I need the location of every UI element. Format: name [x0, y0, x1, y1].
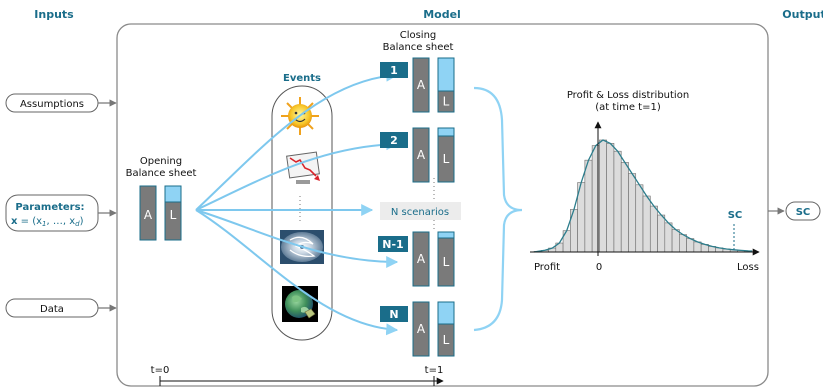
histogram-bar	[620, 162, 629, 253]
parameters-formula: x = (x1, …, xd)	[11, 216, 84, 228]
closing-liability-label: L	[443, 152, 450, 166]
scenario-arrows	[195, 69, 399, 336]
closing-liability-bar	[437, 90, 455, 113]
closing-asset-bar	[412, 231, 430, 287]
scenario-badge-label: 1	[390, 64, 398, 77]
closing-liability-bar	[437, 323, 455, 357]
closing-asset-bar	[412, 301, 430, 357]
earth-icon	[282, 286, 318, 322]
scenario-badge	[380, 62, 408, 78]
opening-equity-bar	[164, 185, 182, 203]
output-box	[785, 201, 821, 221]
opening-title-line2: Balance sheet	[126, 168, 197, 179]
histogram-bar	[613, 150, 622, 253]
opening-asset-bar	[139, 185, 157, 241]
closing-liability-bar	[437, 135, 455, 183]
data-label: Data	[40, 304, 64, 315]
closing-equity-bar	[437, 57, 455, 92]
scenario-badge	[380, 306, 408, 322]
output-label: SC	[796, 207, 811, 218]
closing-asset-label: A	[417, 78, 426, 92]
histogram-bar	[635, 184, 644, 253]
closing-asset-label: A	[417, 322, 426, 336]
opening-title-line1: Opening	[140, 156, 182, 167]
histogram-bar	[649, 205, 658, 253]
closing-liability-label: L	[443, 95, 450, 109]
closing-balance-sheet-3: N-1A L	[378, 231, 455, 287]
scenario-badge-label: N	[389, 308, 398, 321]
pnl-distribution: Profit & Loss distribution (at time t=1)…	[530, 90, 760, 273]
distribution-title-line1: Profit & Loss distribution	[567, 90, 689, 101]
arrow-scenario-n-1	[195, 209, 399, 268]
scenario-badge	[380, 132, 408, 148]
input-assumptions: Assumptions	[5, 93, 117, 113]
closing-asset-label: A	[417, 148, 426, 162]
arrow-scenario-2	[195, 138, 399, 211]
distribution-loss-label: Loss	[737, 262, 759, 273]
scenarios-brace	[473, 86, 523, 332]
closing-balance-sheet-2: 2A L	[380, 127, 455, 183]
input-parameters: Parameters: x = (x1, …, xd)	[5, 194, 117, 232]
events-capsule	[271, 85, 333, 341]
events-panel: Events	[271, 73, 333, 341]
histogram-bar	[599, 139, 607, 253]
timeline-t1-label: t=1	[425, 365, 444, 376]
closing-liability-label: L	[443, 255, 450, 269]
scenario-badge	[378, 236, 408, 252]
section-heading-inputs: Inputs	[34, 8, 74, 21]
arrow-scenario-n	[195, 209, 399, 336]
sc-marker-label: SC	[728, 210, 743, 221]
arrow-scenario-1	[195, 69, 399, 211]
opening-liability-bar	[164, 201, 182, 241]
closing-asset-bar	[412, 127, 430, 183]
closing-equity-bar	[437, 231, 455, 239]
timeline: t=0 t=1	[151, 365, 444, 386]
opening-balance-sheet: Opening Balance sheet A L	[126, 156, 197, 241]
histogram-bar	[664, 222, 673, 253]
scenario-badge-label: N-1	[382, 238, 403, 251]
n-scenarios-box	[380, 202, 461, 220]
closing-asset-bar	[412, 57, 430, 113]
n-scenarios-label: N scenarios	[391, 207, 449, 218]
closing-title-line1: Closing	[400, 30, 437, 41]
histogram-bars	[533, 139, 753, 253]
histogram-bar	[671, 229, 680, 253]
scenario-badge-label: 2	[390, 134, 398, 147]
input-data: Data	[5, 298, 117, 318]
distribution-title-line2: (at time t=1)	[595, 102, 661, 113]
closing-balance-sheet-1: 1A L	[380, 57, 455, 113]
closing-equity-bar	[437, 301, 455, 325]
timeline-t0-label: t=0	[151, 365, 170, 376]
density-curve	[533, 139, 753, 253]
parameters-title: Parameters:	[15, 202, 84, 213]
closing-balance-sheet-4: N A L	[380, 301, 455, 357]
histogram-bar	[679, 234, 687, 253]
histogram-bar	[606, 143, 615, 253]
histogram-bar	[657, 214, 666, 253]
distribution-zero-label: 0	[596, 262, 602, 273]
events-title: Events	[283, 73, 321, 84]
distribution-profit-label: Profit	[534, 262, 560, 273]
section-heading-output: Output	[782, 8, 823, 21]
histogram-bar	[642, 195, 651, 253]
histogram-bar	[584, 159, 593, 253]
closing-liability-bar	[437, 237, 455, 287]
closing-liability-label: L	[443, 333, 450, 347]
section-heading-model: Model	[423, 8, 461, 21]
opening-asset-label: A	[144, 208, 153, 222]
histogram-bar	[686, 238, 695, 253]
histogram-bar	[628, 173, 637, 253]
assumptions-label: Assumptions	[20, 99, 84, 110]
closing-asset-label: A	[417, 252, 426, 266]
closing-equity-bar	[437, 127, 455, 137]
closing-title-line2: Balance sheet	[383, 42, 454, 53]
model-frame	[116, 23, 769, 387]
opening-liability-label: L	[170, 208, 177, 222]
